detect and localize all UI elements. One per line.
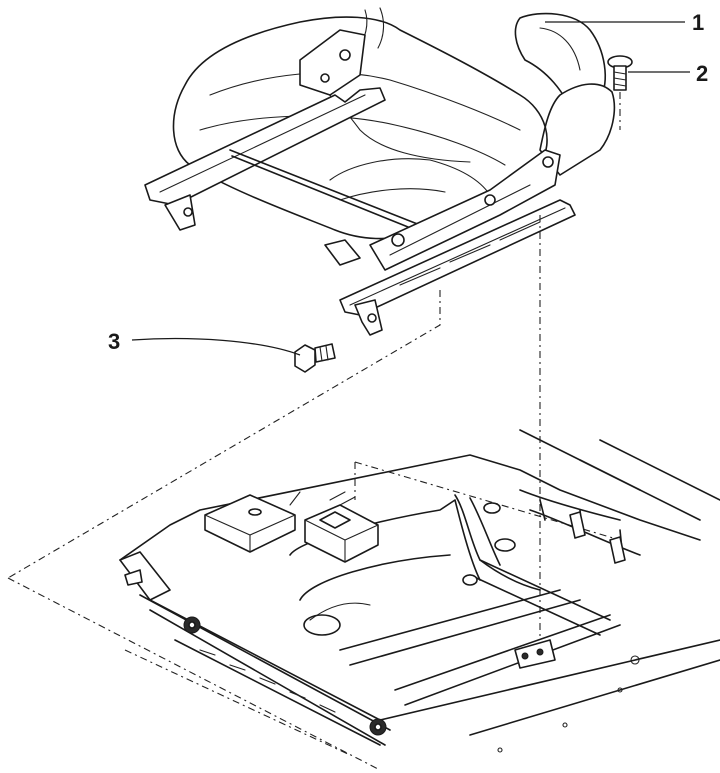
callouts: 1 2 3 <box>108 10 708 356</box>
front-bolt <box>294 343 336 373</box>
callout-3: 3 <box>108 329 120 354</box>
callout-1: 1 <box>692 10 704 35</box>
connector-block <box>304 491 379 563</box>
floor-pan <box>119 429 720 753</box>
callout-2: 2 <box>696 61 708 86</box>
alignment-lines <box>7 92 621 771</box>
control-unit <box>204 491 301 553</box>
rear-bolt <box>607 55 633 91</box>
seat-assembly <box>144 7 616 336</box>
